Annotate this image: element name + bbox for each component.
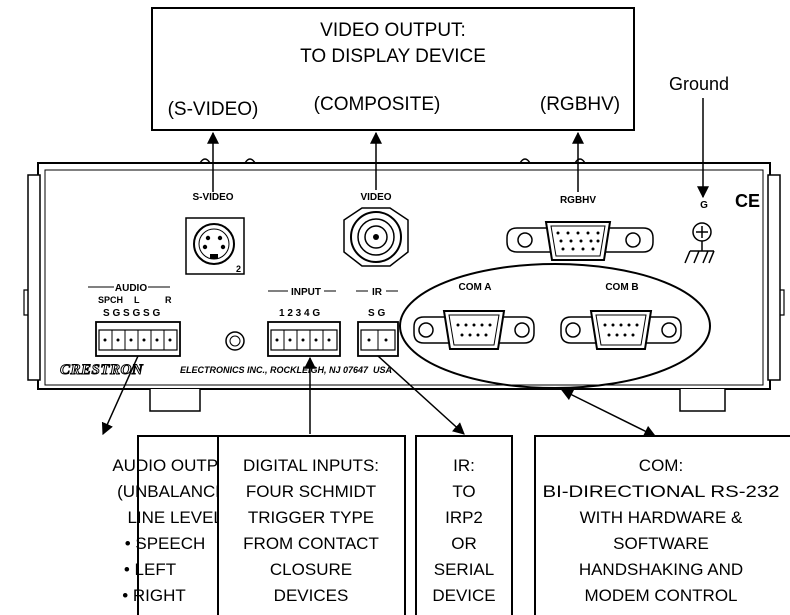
audio-callout-line: • SPEECH: [125, 534, 206, 553]
bnc-connector: [343, 207, 409, 267]
svideo-connector: [185, 217, 245, 275]
com-b-connector: [560, 310, 682, 350]
ir-callout-border: [415, 435, 513, 615]
audio-spch-label: SPCH: [98, 295, 123, 305]
audio-callout-line: • LEFT: [124, 560, 176, 579]
audio-callout: AUDIO OUTPUT: (UNBALANCED LINE LEVEL) • …: [112, 456, 243, 605]
digital-callout-line: TRIGGER TYPE: [248, 508, 374, 527]
video-output-subtitle: TO DISPLAY DEVICE: [300, 46, 486, 67]
video-output-title: VIDEO OUTPUT:: [320, 20, 466, 41]
video-panel-label: VIDEO: [360, 192, 391, 203]
digital-callout-border: [217, 435, 406, 615]
ir-panel-label: IR: [372, 287, 383, 298]
com-arrow: [560, 389, 657, 437]
com-callout-line: BI-DIRECTIONAL RS-232: [543, 482, 780, 501]
address-text: ELECTRONICS INC., ROCKLEIGH, NJ 07647 US…: [180, 365, 392, 375]
ce-mark: CE: [735, 191, 760, 211]
rgbhv-output-label: (RGBHV): [540, 94, 620, 115]
com-callout-line: HANDSHAKING AND: [579, 560, 743, 579]
com-a-panel-label: COM A: [459, 282, 492, 293]
com-callout-line: MODEM CONTROL: [585, 586, 738, 605]
audio-panel-label: AUDIO: [115, 283, 147, 294]
input-terminal-block: [267, 321, 341, 357]
com-callout: COM: BI-DIRECTIONAL RS-232 WITH HARDWARE…: [543, 456, 780, 605]
svideo-output-label: (S-VIDEO): [168, 99, 259, 120]
digital-callout-line: CLOSURE: [270, 560, 352, 579]
audio-l-label: L: [134, 295, 140, 305]
com-a-connector: [413, 310, 535, 350]
com-callout-line: SOFTWARE: [613, 534, 709, 553]
ir-pin-labels: S G: [368, 308, 385, 319]
ir-callout-line: TO: [452, 482, 475, 501]
audio-callout-line: LINE LEVEL): [127, 508, 228, 527]
svideo-pin-label: 2: [236, 264, 241, 274]
ir-terminal-block: [357, 321, 399, 357]
ir-arrow: [377, 355, 465, 435]
svideo-panel-label: S-VIDEO: [192, 192, 233, 203]
ir-callout-line: SERIAL: [434, 560, 494, 579]
audio-callout-line: • RIGHT: [122, 586, 186, 605]
video-output-box: [151, 7, 635, 131]
crestron-logo: CRESTRON: [60, 362, 144, 378]
digital-callout: DIGITAL INPUTS: FOUR SCHMIDT TRIGGER TYP…: [243, 456, 379, 605]
digital-callout-line: DEVICES: [274, 586, 349, 605]
audio-callout-line: (UNBALANCED: [117, 482, 239, 501]
input-panel-label: INPUT: [291, 287, 321, 298]
audio-callout-line: AUDIO OUTPUT:: [112, 456, 243, 475]
rgbhv-panel-label: RGBHV: [560, 195, 596, 206]
input-pin-labels: 1 2 3 4 G: [279, 308, 320, 319]
ground-panel-label: G: [700, 200, 708, 211]
com-callout-line: WITH HARDWARE &: [580, 508, 743, 527]
audio-arrow: [101, 355, 139, 436]
ground-label: Ground: [669, 74, 729, 94]
rgbhv-connector: [506, 221, 654, 261]
composite-output-label: (COMPOSITE): [314, 94, 441, 115]
audio-pin-labels: S G S G S G: [103, 308, 160, 319]
audio-jack: [225, 331, 245, 351]
com-callout-line: COM:: [639, 456, 683, 475]
ir-callout-line: DEVICE: [432, 586, 495, 605]
digital-callout-line: FOUR SCHMIDT: [246, 482, 376, 501]
ir-callout: IR: TO IRP2 OR SERIAL DEVICE: [432, 456, 495, 605]
ir-callout-line: IR:: [453, 456, 475, 475]
audio-r-label: R: [165, 295, 172, 305]
com-b-panel-label: COM B: [605, 282, 638, 293]
com-highlight-ellipse: [399, 263, 711, 389]
digital-callout-line: DIGITAL INPUTS:: [243, 456, 379, 475]
ir-callout-line: OR: [451, 534, 477, 553]
audio-terminal-block: [95, 321, 181, 357]
ground-icon: [684, 222, 715, 264]
digital-callout-line: FROM CONTACT: [243, 534, 379, 553]
ir-callout-line: IRP2: [445, 508, 483, 527]
com-callout-border: [534, 435, 790, 615]
